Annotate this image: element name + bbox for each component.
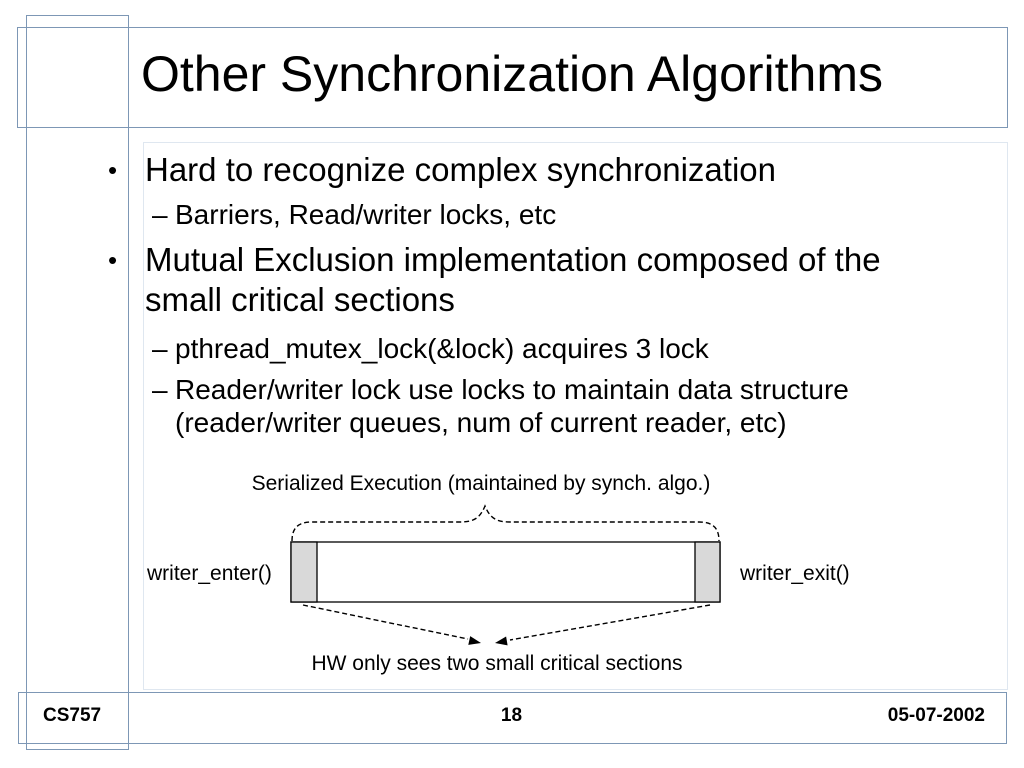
writer-exit-label: writer_exit() — [740, 562, 850, 585]
right-arrowhead — [495, 636, 508, 646]
bullet-text: Mutual Exclusion implementation composed… — [145, 241, 881, 318]
bullet-dot-marker: • — [108, 245, 118, 275]
serialized-execution-label: Serialized Execution (maintained by sync… — [251, 472, 711, 495]
sub-bullet-item: – pthread_mutex_lock(&lock) acquires 3 l… — [152, 332, 955, 365]
bullet-item: • Mutual Exclusion implementation compos… — [108, 240, 945, 320]
left-column-frame — [26, 15, 129, 750]
bullet-item: • Hard to recognize complex synchronizat… — [108, 150, 945, 190]
execution-bar — [290, 541, 721, 603]
bullet-dash-marker: – — [152, 199, 168, 230]
footer-course-code: CS757 — [43, 705, 102, 726]
bullet-text: Barriers, Read/writer locks, etc — [175, 199, 557, 230]
writer-enter-label: writer_enter() — [147, 562, 272, 585]
slide-title: Other Synchronization Algorithms — [140, 46, 884, 102]
bullet-dash-marker: – — [152, 333, 168, 364]
brace-shape — [291, 504, 720, 542]
bullet-text: Reader/writer lock use locks to maintain… — [175, 374, 849, 438]
bullet-dash-marker: – — [152, 374, 168, 405]
right-arrow-line — [509, 604, 711, 641]
bullet-text: Hard to recognize complex synchronizatio… — [145, 151, 776, 188]
footer-date: 05-07-2002 — [887, 705, 985, 726]
bullet-text: pthread_mutex_lock(&lock) acquires 3 loc… — [175, 333, 709, 364]
footer-page-number: 18 — [500, 705, 523, 726]
hw-critical-sections-label: HW only sees two small critical sections — [311, 652, 683, 675]
bullet-dot-marker: • — [108, 155, 118, 185]
sub-bullet-item: – Barriers, Read/writer locks, etc — [152, 198, 955, 231]
left-arrowhead — [468, 636, 481, 645]
sub-bullet-item: – Reader/writer lock use locks to mainta… — [152, 373, 955, 439]
left-arrow-line — [302, 604, 469, 640]
left-critical-section — [290, 541, 318, 603]
right-critical-section — [694, 541, 721, 603]
